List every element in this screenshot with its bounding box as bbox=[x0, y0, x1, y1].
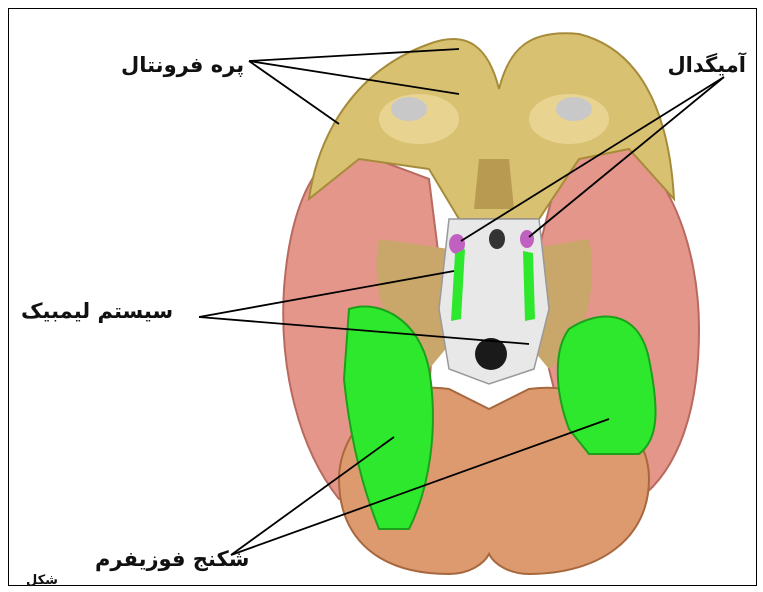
label-amygdala: آمیگدال bbox=[667, 53, 746, 77]
prefrontal-gray-patch-left bbox=[391, 97, 427, 121]
prefrontal-gray-patch-right bbox=[556, 97, 592, 121]
figure-frame: پره فرونتال آمیگدال سیستم لیمبیک شکنج فو… bbox=[8, 8, 757, 586]
midbrain-dark-spot bbox=[475, 338, 507, 370]
midline-dark-spot bbox=[489, 229, 505, 249]
fusiform-gyrus-right bbox=[558, 317, 656, 454]
figure-caption-fragment: شکل bbox=[26, 573, 58, 588]
label-prefrontal: پره فرونتال bbox=[121, 53, 244, 77]
label-limbic-system: سیستم لیمبیک bbox=[21, 299, 173, 323]
brain-illustration bbox=[9, 9, 757, 586]
olfactory-bulb bbox=[474, 159, 514, 209]
amygdala-right bbox=[520, 230, 534, 248]
label-fusiform-gyrus: شکنج فوزیفرم bbox=[95, 547, 249, 571]
pointer-prefrontal-2 bbox=[249, 61, 339, 124]
limbic-strip-right bbox=[523, 251, 535, 321]
